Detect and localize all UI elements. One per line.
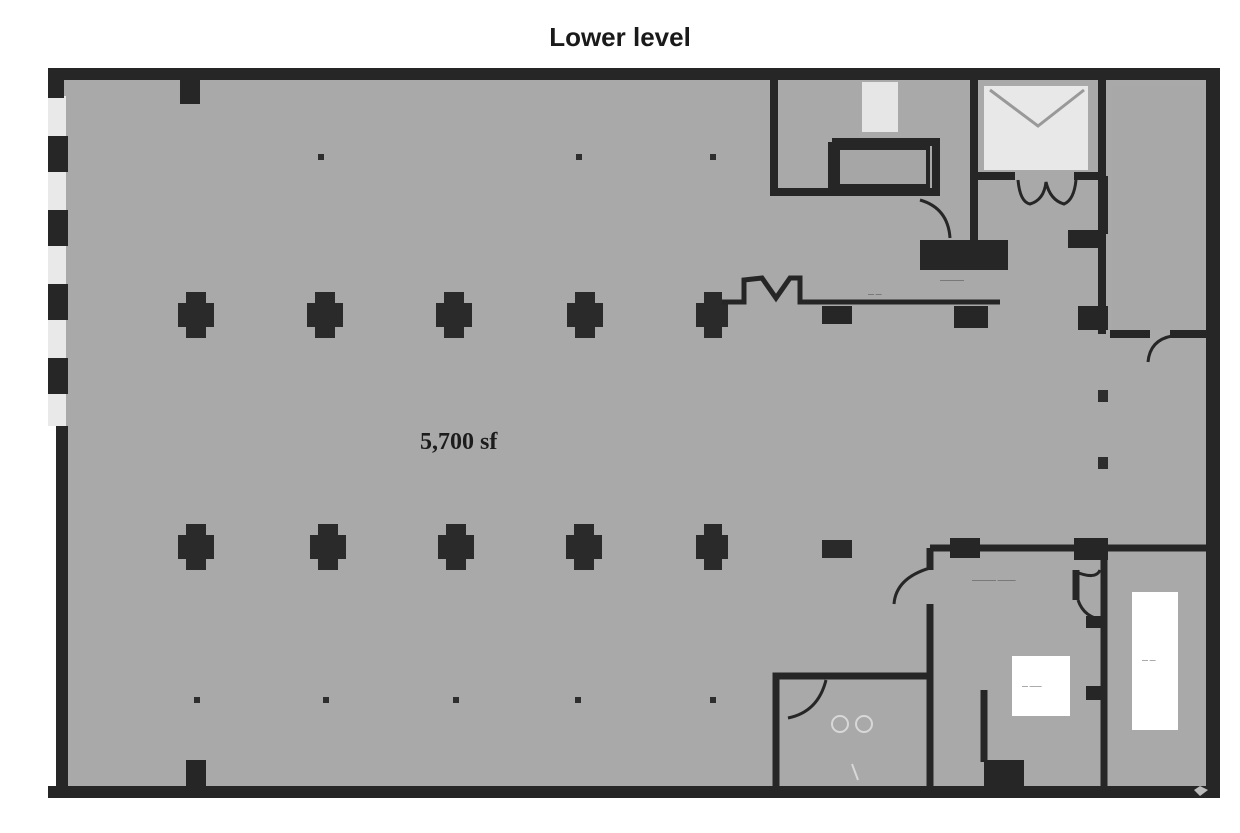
elevator-fixture (989, 88, 1085, 128)
column (696, 292, 728, 338)
upper-right-rooms (770, 78, 1208, 338)
door-swing (787, 679, 828, 720)
door-swing (1075, 569, 1102, 577)
small-columns (194, 154, 1108, 703)
column-row-2 (178, 524, 852, 570)
wall-block (1078, 306, 1108, 330)
column (567, 292, 603, 338)
wall-block (1074, 538, 1108, 560)
wall-block (1086, 616, 1104, 628)
room-label: ———— (940, 278, 964, 284)
wall-block (950, 538, 980, 558)
column (438, 524, 474, 570)
door-swing (1146, 334, 1173, 363)
plan-title: Lower level (549, 22, 691, 52)
fixture-label: — —— (1022, 684, 1042, 690)
lower-right-rooms (772, 544, 1208, 790)
wall-block (984, 760, 1024, 788)
window-piers (48, 136, 68, 394)
room-label: ———— ——— (972, 578, 1016, 584)
area-label: 5,700 sf (420, 429, 498, 455)
column (307, 292, 343, 338)
wall-block (954, 306, 988, 328)
wall-stub (186, 760, 206, 788)
door-swing (919, 198, 952, 239)
upper-room (836, 146, 930, 188)
fixture-label: — — (1142, 658, 1156, 664)
partition-wall (722, 275, 1000, 305)
column (436, 292, 472, 338)
fixture-box (1012, 656, 1070, 716)
column (178, 524, 214, 570)
corner-mark (1194, 786, 1208, 796)
column (310, 524, 346, 570)
column (696, 524, 728, 570)
restroom-fixtures (831, 715, 873, 781)
storage-room (1112, 86, 1204, 330)
door-swing (892, 566, 931, 605)
column-row-1 (178, 292, 728, 338)
wall-block (920, 240, 1008, 270)
double-door (1016, 179, 1078, 206)
wall-block (822, 306, 852, 324)
stair-fixture (862, 82, 898, 132)
column (822, 540, 852, 558)
fixture-box (1132, 592, 1178, 730)
room-label: — — (868, 292, 882, 298)
column (566, 524, 602, 570)
wall-block (1068, 230, 1104, 248)
window-band (48, 96, 66, 426)
wall-block (1086, 686, 1104, 700)
wall-stub (180, 78, 200, 104)
column (178, 292, 214, 338)
